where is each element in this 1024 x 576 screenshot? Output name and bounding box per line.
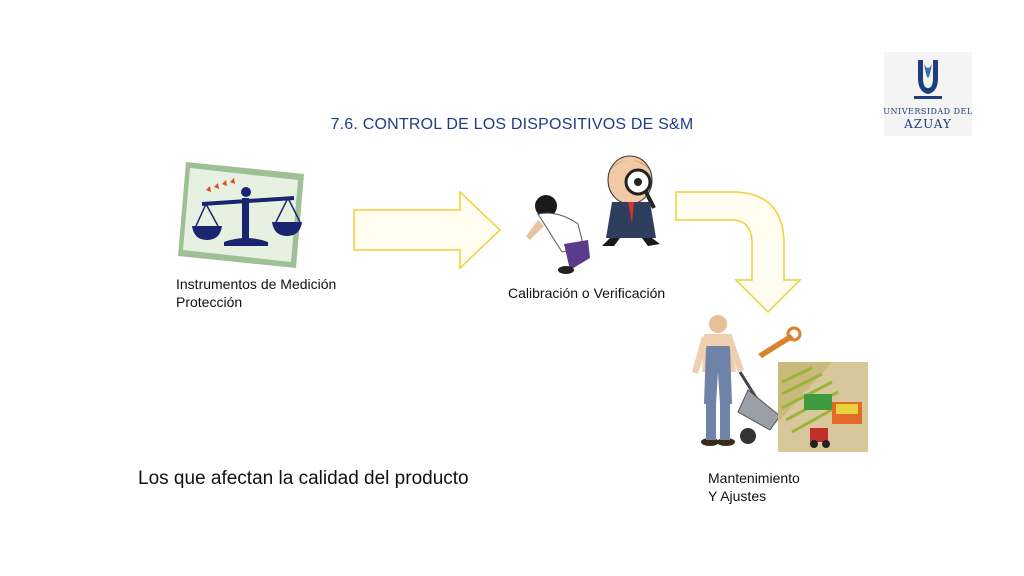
node-instruments-line1: Instrumentos de Medición	[176, 276, 337, 292]
node-maintenance-label: Mantenimiento Y Ajustes	[708, 469, 800, 505]
page-title: 7.6. CONTROL DE LOS DISPOSITIVOS DE S&M	[330, 116, 694, 133]
arrow-curved-down	[675, 191, 802, 314]
footer-text: Los que afectan la calidad del producto	[138, 468, 469, 489]
university-crest-icon: UNIVERSIDAD DEL AZUAY	[883, 60, 973, 131]
logo-line2: AZUAY	[903, 117, 952, 131]
logo-line1: UNIVERSIDAD DEL	[883, 107, 973, 116]
node-calibration-label: Calibración o Verificación	[508, 284, 665, 302]
inspectors-icon	[526, 155, 660, 274]
node-instruments-label: Instrumentos de Medición Protección	[176, 275, 336, 311]
node-maintenance-line1: Mantenimiento	[708, 470, 800, 486]
arrow-right	[353, 190, 502, 270]
university-logo: UNIVERSIDAD DEL AZUAY	[883, 52, 973, 136]
scales-icon	[178, 162, 304, 268]
worker-wheelbarrow-icon	[692, 315, 868, 452]
node-instruments-line2: Protección	[176, 294, 243, 310]
node-maintenance-line2: Y Ajustes	[708, 488, 767, 504]
node-calibration-line1: Calibración o Verificación	[508, 285, 666, 301]
